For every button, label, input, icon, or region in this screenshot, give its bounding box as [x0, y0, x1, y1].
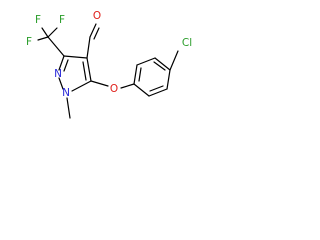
bond-ar-1-2 — [133, 83, 150, 97]
bond-ar-3-4 — [166, 69, 171, 90]
atom-label-ether-o: O — [110, 83, 118, 95]
bond-c5-o — [90, 80, 109, 87]
atom-label-n1: N — [62, 87, 70, 99]
atom-label-cl: Cl — [182, 37, 192, 49]
atom-label-f3: F — [59, 14, 65, 26]
bond-ar-2-3 — [148, 88, 168, 97]
bond-ar-double-c — [138, 67, 142, 82]
bond-ar-5-6 — [136, 57, 156, 66]
molecule-structure-diagram: F F F O N N O Cl — [26, 10, 192, 119]
atom-label-f1: F — [35, 14, 41, 26]
bond-n2-c3 — [58, 55, 65, 71]
atom-label-n2: N — [54, 68, 62, 80]
atom-label-f2: F — [26, 36, 32, 48]
bond-c4-c5-double — [82, 61, 87, 81]
bond-cf3-f1 — [41, 27, 49, 38]
bond-ar-double-b — [153, 61, 166, 71]
bond-ar-6-1 — [133, 64, 138, 85]
bond-o-aryl — [120, 83, 135, 89]
bond-c4-c5 — [86, 57, 92, 82]
atom-labels: F F F O N N O Cl — [26, 10, 192, 99]
bond-cho-o — [89, 23, 97, 38]
bond-ar-cl — [169, 50, 179, 71]
atom-label-aldehyde-o: O — [93, 10, 101, 22]
bond-n1-methyl — [66, 97, 71, 119]
bond-ar-4-5 — [154, 57, 171, 71]
bond-cf3-f3 — [47, 27, 58, 38]
bond-c5-n1 — [71, 80, 92, 92]
bond-ar-double-a — [149, 85, 164, 92]
bond-n2-c3-double — [63, 59, 69, 72]
bond-c3-c4 — [63, 55, 88, 59]
bond-cf3-f2 — [37, 36, 49, 41]
bond-cho-o-double — [93, 27, 100, 40]
bond-lines — [37, 23, 179, 119]
bond-n1-n2 — [58, 77, 64, 90]
bond-cf3-c3 — [47, 36, 65, 57]
bond-c4-cho — [86, 36, 91, 59]
